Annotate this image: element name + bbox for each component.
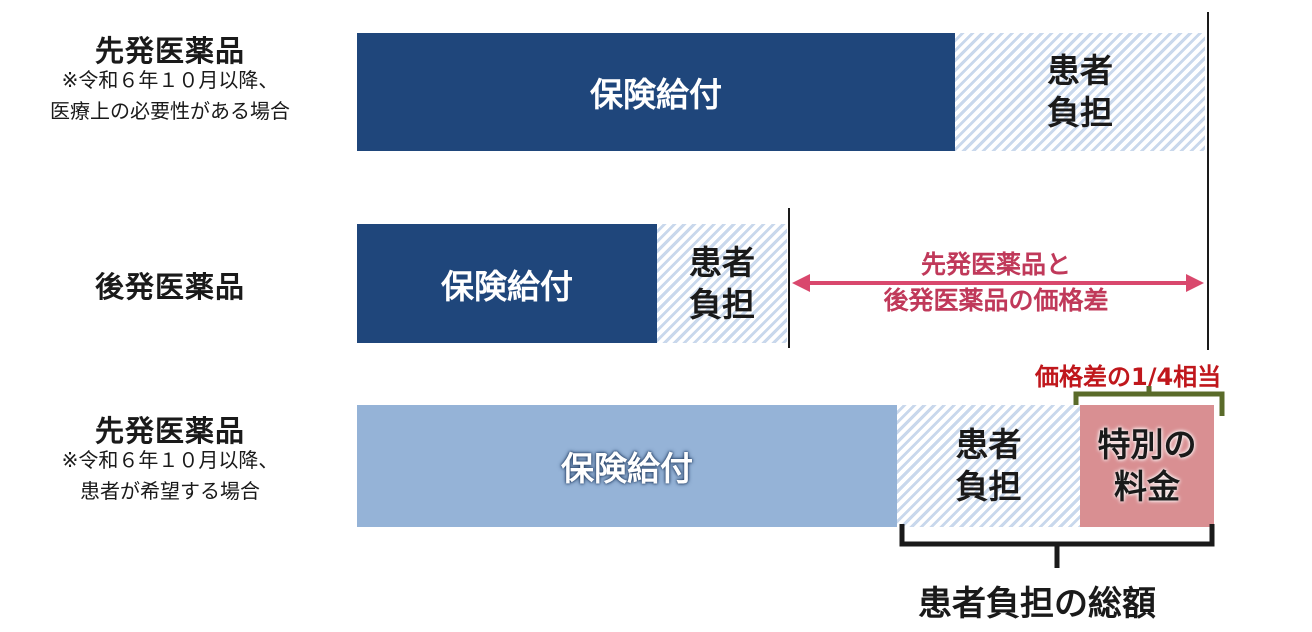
row3-insurance-label: 保険給付 [561, 449, 693, 488]
row3-patient-line1: 患者 [955, 425, 1022, 464]
row1-title: 先発医薬品 [94, 34, 245, 68]
price-difference-label-line1: 先発医薬品と [920, 250, 1071, 279]
row3-special-line1: 特別の [1097, 425, 1197, 464]
price-difference-label-line2: 後発医薬品の価格差 [883, 286, 1109, 315]
generic-price-boundary-line [788, 208, 790, 348]
row1-note-line2: 医療上の必要性がある場合 [50, 99, 290, 123]
row2-insurance-label: 保険給付 [441, 266, 573, 306]
row2-title: 後発医薬品 [94, 270, 245, 304]
row1-patient-line2: 負担 [1047, 93, 1113, 132]
row3-note-line2: 患者が希望する場合 [80, 479, 260, 503]
row3-insurance-bar: 保険給付 [357, 405, 897, 527]
row2-patient-line2: 負担 [689, 284, 755, 324]
row3-special-fee-bar: 特別の 料金 [1080, 405, 1214, 527]
price-difference-arrow [792, 274, 1204, 292]
row2-insurance-bar: 保険給付 [357, 224, 657, 343]
row1-insurance-label: 保険給付 [590, 75, 722, 114]
row3-patient-line2: 負担 [955, 467, 1022, 506]
row3-special-line2: 料金 [1114, 467, 1180, 506]
original-price-boundary-line [1207, 12, 1209, 350]
row1-insurance-bar: 保険給付 [357, 33, 955, 151]
row3-title: 先発医薬品 [94, 414, 245, 448]
row3-note-line1: ※令和６年１０月以降、 [61, 448, 279, 472]
row2-patient-bar: 患者 負担 [657, 224, 787, 343]
row1-patient-line1: 患者 [1047, 51, 1113, 90]
row2-patient-line1: 患者 [689, 242, 755, 282]
total-burden-label: 患者負担の総額 [918, 584, 1156, 624]
quarter-difference-label: 価格差の1/4相当 [1035, 363, 1222, 391]
row3-patient-bar: 患者 負担 [897, 405, 1080, 527]
row1-patient-bar: 患者 負担 [955, 33, 1205, 151]
row1-note-line1: ※令和６年１０月以降、 [61, 68, 279, 92]
total-burden-bracket [899, 524, 1215, 568]
